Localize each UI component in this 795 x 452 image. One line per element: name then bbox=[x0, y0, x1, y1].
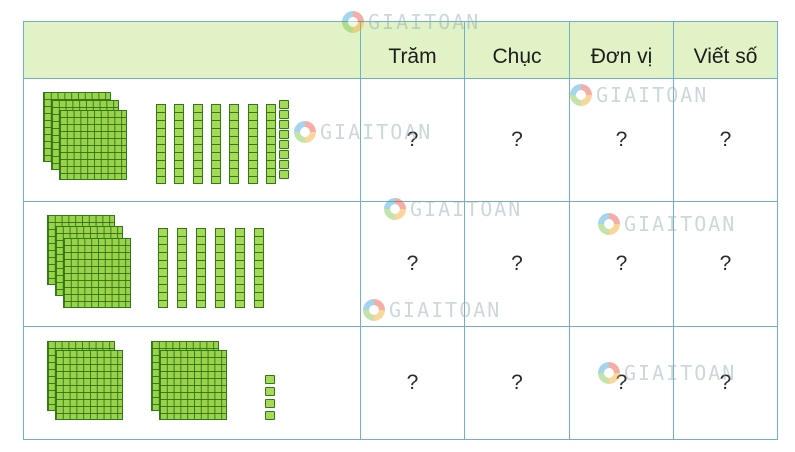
ten-rod-block bbox=[211, 104, 221, 184]
column-divider bbox=[360, 21, 361, 440]
ten-rod-block bbox=[158, 228, 168, 308]
row-divider bbox=[23, 326, 778, 327]
answer-row3-don-vi[interactable]: ? bbox=[615, 371, 628, 394]
row-divider bbox=[23, 201, 778, 202]
unit-cube bbox=[279, 170, 289, 179]
ten-rod-block bbox=[193, 104, 203, 184]
unit-cube bbox=[265, 387, 275, 396]
answer-row2-viet-so[interactable]: ? bbox=[719, 252, 732, 275]
unit-cube bbox=[265, 411, 275, 420]
column-divider bbox=[569, 21, 570, 440]
table-header-background bbox=[24, 22, 777, 78]
table-border-bottom bbox=[23, 439, 778, 440]
unit-cube bbox=[279, 160, 289, 169]
header-divider bbox=[23, 78, 778, 79]
ten-rod-block bbox=[266, 104, 276, 184]
ten-rod-block bbox=[229, 104, 239, 184]
hundred-flat-block bbox=[59, 110, 127, 180]
giaitoan-logo-icon bbox=[294, 121, 316, 143]
ten-rod-block bbox=[254, 228, 264, 308]
unit-cube bbox=[279, 140, 289, 149]
ten-rod-block bbox=[196, 228, 206, 308]
unit-cube bbox=[279, 150, 289, 159]
unit-cube bbox=[265, 375, 275, 384]
hundred-flat-block bbox=[55, 350, 123, 420]
unit-cube bbox=[279, 100, 289, 109]
unit-cube bbox=[279, 110, 289, 119]
header-don-vi: Đơn vị bbox=[590, 45, 653, 68]
answer-row3-chuc[interactable]: ? bbox=[511, 371, 523, 394]
header-tram: Trăm bbox=[388, 45, 437, 68]
answer-row1-chuc[interactable]: ? bbox=[511, 128, 523, 151]
hundred-flat-block bbox=[159, 350, 227, 420]
ten-rod-block bbox=[156, 104, 166, 184]
unit-cube bbox=[279, 120, 289, 129]
answer-row3-viet-so[interactable]: ? bbox=[719, 371, 732, 394]
table-border-left bbox=[23, 21, 24, 440]
answer-row2-tram[interactable]: ? bbox=[406, 252, 419, 275]
ten-rod-block bbox=[248, 104, 258, 184]
header-chuc: Chục bbox=[492, 45, 542, 68]
answer-row3-tram[interactable]: ? bbox=[406, 371, 419, 394]
table-border-top bbox=[23, 21, 778, 22]
column-divider bbox=[673, 21, 674, 440]
answer-row1-don-vi[interactable]: ? bbox=[615, 128, 628, 151]
hundred-flat-block bbox=[63, 238, 131, 308]
unit-cube bbox=[265, 399, 275, 408]
ten-rod-block bbox=[177, 228, 187, 308]
unit-cube bbox=[279, 130, 289, 139]
answer-row1-tram[interactable]: ? bbox=[406, 128, 419, 151]
answer-row2-chuc[interactable]: ? bbox=[511, 252, 523, 275]
ten-rod-block bbox=[235, 228, 245, 308]
ten-rod-block bbox=[215, 228, 225, 308]
table-border-right bbox=[777, 21, 778, 440]
ten-rod-block bbox=[174, 104, 184, 184]
header-viet-so: Viết số bbox=[693, 45, 758, 68]
answer-row2-don-vi[interactable]: ? bbox=[615, 252, 628, 275]
column-divider bbox=[464, 21, 465, 440]
answer-row1-viet-so[interactable]: ? bbox=[719, 128, 732, 151]
